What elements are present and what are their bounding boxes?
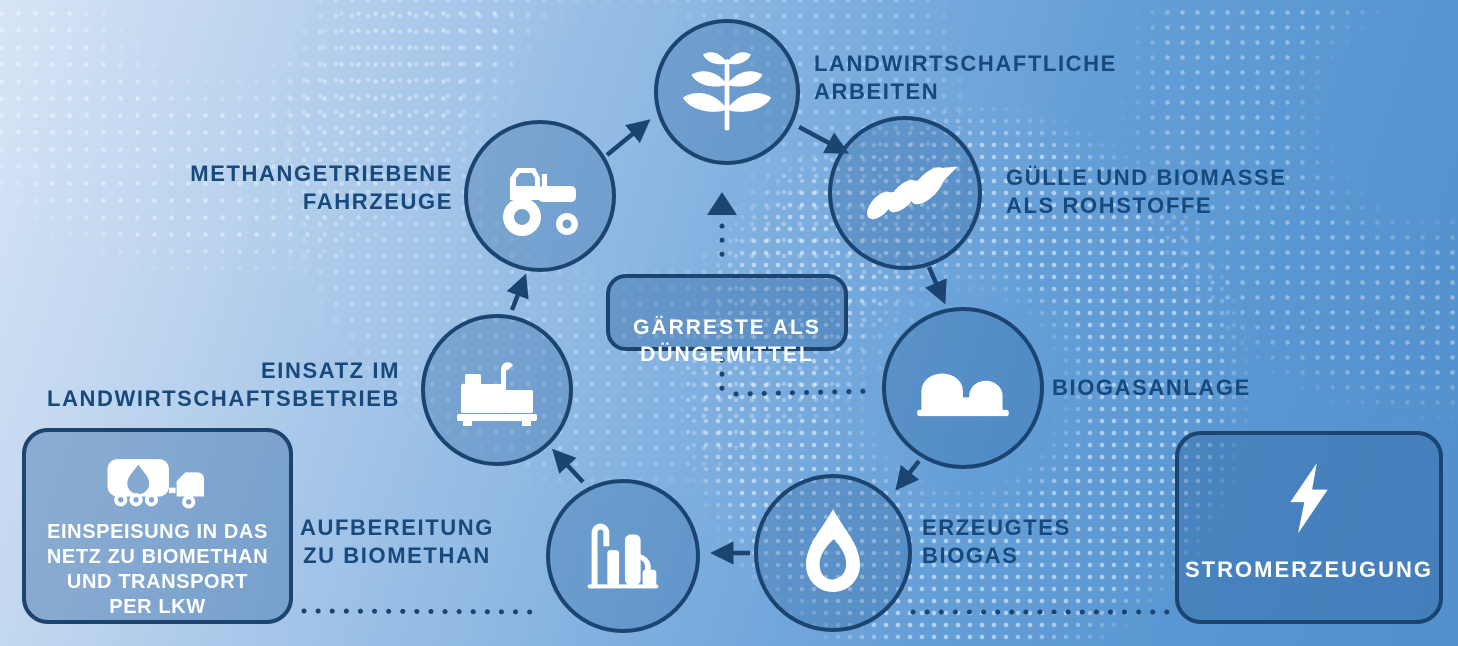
biogas-plant-icon	[917, 373, 1009, 417]
refinery-icon	[587, 523, 659, 589]
arrow-upgrading-to-farmuse	[552, 448, 585, 484]
callout-digestate: GÄRRESTE ALS DÜNGEMITTEL	[606, 274, 848, 366]
node-upgrading-circle	[546, 479, 700, 633]
node-produced-gas-circle	[754, 474, 912, 632]
label-produced-gas: ERZEUGTES BIOGAS	[922, 515, 1071, 568]
callout-grid-injection: EINSPEISUNG IN DAS NETZ ZU BIOMETHAN UND…	[22, 428, 293, 624]
label-vehicles: METHANGETRIEBENE FAHRZEUGE	[190, 161, 453, 214]
node-farm-use-circle	[421, 314, 573, 466]
arrow-feedstock-to-biogasplant	[925, 266, 947, 305]
node-biogas-plant-circle	[882, 307, 1044, 469]
digestate-label: GÄRRESTE ALS DÜNGEMITTEL	[633, 316, 821, 366]
arrow-farmuse-to-vehicles	[506, 273, 529, 311]
dotted-arrowhead-up	[707, 192, 737, 215]
arrow-vehicles-to-agriculture	[605, 119, 651, 157]
generator-icon	[457, 362, 537, 426]
dotted-upgrading-to-injection	[301, 608, 545, 615]
lightning-icon	[1290, 463, 1328, 534]
grid-injection-label: EINSPEISUNG IN DAS NETZ ZU BIOMETHAN UND…	[46, 521, 269, 618]
label-farm-use: EINSATZ IM LANDWIRTSCHAFTSBETRIEB	[47, 358, 400, 411]
node-vehicles-circle	[464, 120, 616, 272]
label-biogas-plant: BIOGASANLAGE	[1052, 375, 1251, 400]
arrow-agriculture-to-feedstock	[797, 125, 850, 154]
label-agriculture: LANDWIRTSCHAFTLICHE ARBEITEN	[814, 51, 1117, 104]
power-generation-label: STROMERZEUGUNG	[1185, 557, 1433, 582]
node-agriculture-circle	[654, 19, 800, 165]
plant-icon	[682, 52, 772, 131]
flame-icon	[806, 509, 860, 592]
tractor-icon	[503, 168, 579, 236]
node-feedstock-circle	[828, 116, 982, 270]
callout-power-generation: STROMERZEUGUNG	[1175, 431, 1443, 624]
dotted-digestate-to-biogasplant	[733, 388, 879, 397]
corn-icon	[867, 166, 957, 220]
arrow-biogasplant-to-gas	[895, 459, 921, 491]
tank-truck-icon	[107, 459, 204, 509]
label-upgrading: AUFBEREITUNG ZU BIOMETHAN	[300, 515, 494, 568]
label-feedstock: GÜLLE UND BIOMASSE ALS ROHSTOFFE	[1006, 165, 1287, 218]
